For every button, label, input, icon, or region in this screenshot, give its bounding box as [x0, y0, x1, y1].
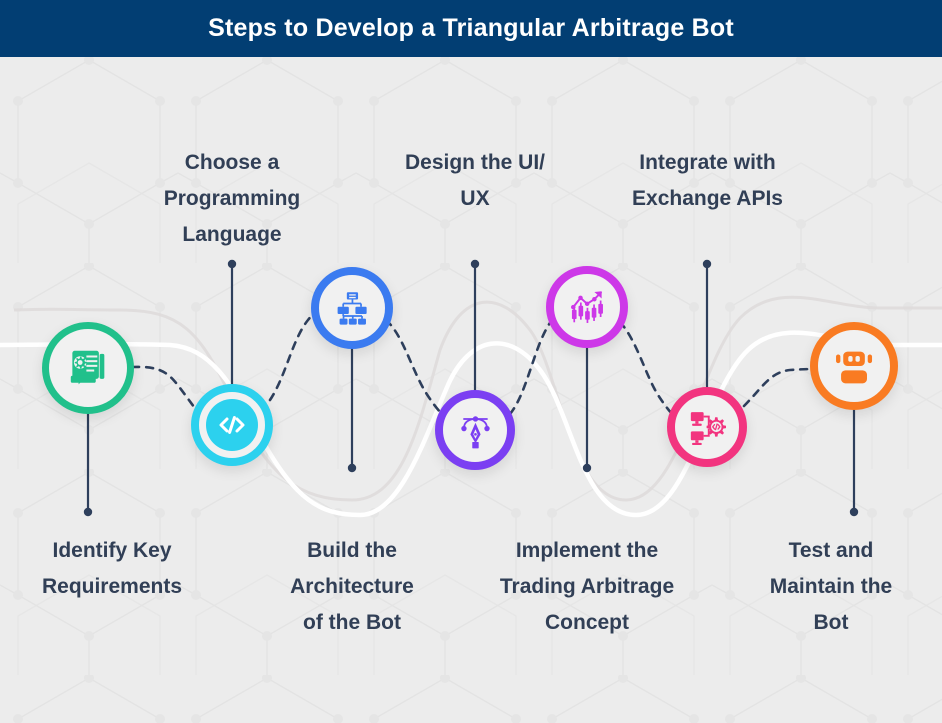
stem-dot-1-end: [83, 507, 93, 517]
step-label-2-line3: Language: [182, 223, 282, 247]
step-label-7-line2: Maintain the: [769, 575, 893, 599]
api-integration-gear-icon: [690, 411, 726, 445]
step-label-3-line3: of the Bot: [303, 611, 401, 635]
step-node-1-identify-key-requirements[interactable]: [42, 322, 134, 414]
step-label-3-line2: Architecture: [290, 575, 414, 599]
step-label-2: Choose a Programming Language: [132, 145, 332, 253]
step-label-1: Identify Key Requirements: [0, 533, 226, 605]
stem-dot-4-end: [470, 259, 480, 269]
step-node-3-build-architecture[interactable]: [311, 267, 393, 349]
code-icon-disc: [206, 399, 258, 451]
header-bar: Steps to Develop a Triangular Arbitrage …: [0, 0, 942, 57]
stem-dot-3-end: [347, 463, 357, 473]
stem-dot-7-end: [849, 507, 859, 517]
stem-dot-6-end: [702, 259, 712, 269]
step-node-4-design-ui-ux[interactable]: [435, 390, 515, 470]
step-label-7-line1: Test and: [788, 539, 874, 562]
robot-bot-icon: [835, 351, 872, 384]
connector-6-7: [742, 367, 822, 408]
step-label-5-line3: Concept: [545, 611, 629, 635]
step-label-4-line1: Design the UI/: [404, 151, 546, 174]
candlestick-chart-uptrend-icon: [570, 291, 603, 323]
page-title: Steps to Develop a Triangular Arbitrage …: [208, 14, 734, 42]
step-label-7-line3: Bot: [813, 611, 849, 635]
connector-1-2: [130, 365, 200, 414]
step-label-3: Build the Architecture of the Bot: [257, 533, 447, 641]
connector-5-6: [618, 320, 678, 420]
step-label-3-line1: Build the: [307, 539, 397, 562]
step-label-5-line1: Implement the: [515, 539, 659, 562]
step-node-2-choose-programming-language[interactable]: [191, 384, 273, 466]
step-node-6-integrate-exchange-apis[interactable]: [667, 387, 747, 467]
step-label-5: Implement the Trading Arbitrage Concept: [477, 533, 697, 641]
connector-3-4: [384, 318, 446, 418]
step-label-7: Test and Maintain the Bot: [742, 533, 920, 641]
code-brackets-icon: [219, 416, 245, 434]
step-label-6-line1: Integrate with: [639, 151, 776, 174]
step-label-1-line1: Identify Key: [52, 539, 172, 562]
step-label-6-line2: Exchange APIs: [632, 187, 783, 211]
step-node-5-implement-trading-arbitrage[interactable]: [546, 266, 628, 348]
step-label-4-line2: UX: [460, 187, 490, 211]
pen-bezier-tool-icon: [460, 415, 490, 448]
requirements-document-gear-icon: [70, 350, 105, 385]
step-node-7-test-and-maintain[interactable]: [810, 322, 898, 410]
sitemap-hierarchy-icon: [337, 292, 367, 325]
step-label-2-line1: Choose a: [184, 151, 280, 174]
stem-dot-5-end: [582, 463, 592, 473]
stem-dot-2-end: [227, 259, 237, 269]
step-label-5-line2: Trading Arbitrage: [499, 575, 675, 599]
step-label-2-line2: Programming: [163, 187, 301, 211]
step-label-4: Design the UI/ UX: [380, 145, 570, 217]
step-label-1-line2: Requirements: [41, 575, 183, 599]
step-label-6: Integrate with Exchange APIs: [610, 145, 805, 217]
